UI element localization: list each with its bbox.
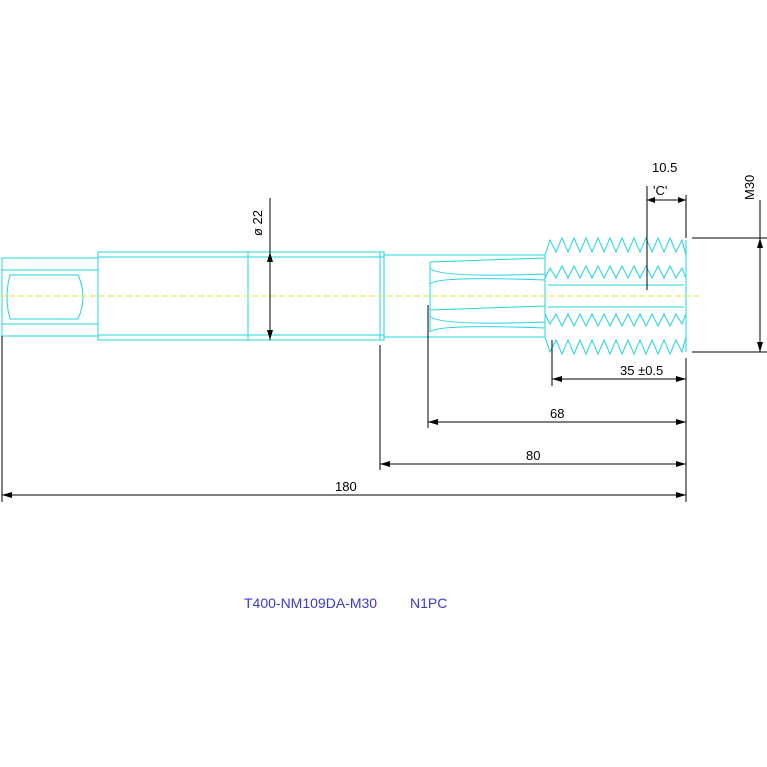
thread-bottom-profile: [544, 336, 687, 356]
thread-top-profile: [544, 236, 687, 256]
shank-diameter-label: ø 22: [250, 210, 265, 236]
thread-length-label: 35 ±0.5: [620, 363, 663, 378]
neck-length-label: 80: [526, 448, 540, 463]
major-diameter-label: M30: [742, 175, 757, 200]
part-number-label: T400-NM109DA-M30: [244, 595, 377, 611]
quantity-label: N1PC: [410, 595, 447, 611]
drive-flat: [6, 274, 84, 320]
pitch-callout: 10.5: [652, 160, 677, 175]
flute-length-label: 68: [550, 406, 564, 421]
tap-outline: [1, 236, 687, 356]
dimension-lines: [1, 186, 767, 502]
overall-length-label: 180: [335, 479, 357, 494]
thread-ref-label: 'C': [653, 183, 667, 198]
